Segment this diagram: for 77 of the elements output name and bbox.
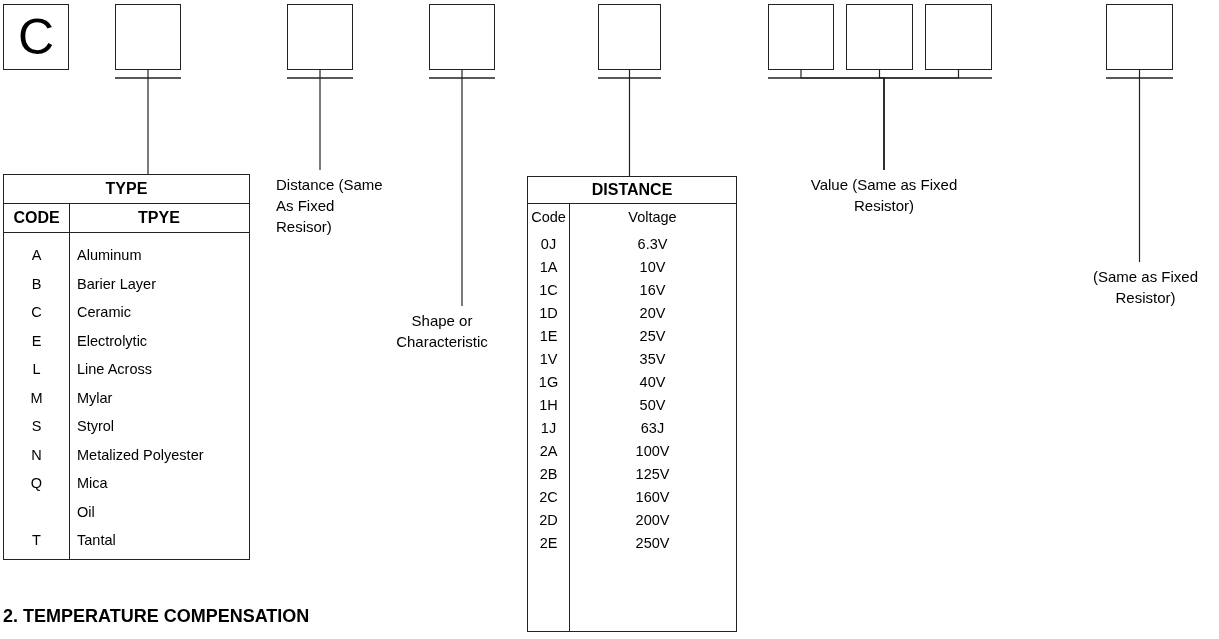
table-cell: 250V [635, 534, 670, 551]
table-cell: Electrolytic [77, 332, 148, 349]
table-cell: 40V [639, 373, 666, 390]
table-cell: 160V [635, 488, 670, 505]
table-cell: T [32, 532, 41, 549]
table-cell: L [32, 361, 41, 378]
table-cell: 16V [639, 281, 666, 298]
table-cell: Tantal [77, 532, 116, 549]
column-header: TPYE [138, 209, 180, 227]
table-cell: C [31, 304, 42, 321]
leader-line [883, 69, 960, 171]
table-cell: 2E [539, 534, 558, 551]
table-cell: Oil [77, 503, 95, 520]
code-box [429, 4, 495, 70]
code-box [115, 4, 181, 70]
table-cell: Styrol [77, 418, 115, 435]
table-cell: 1E [539, 327, 558, 344]
column-header: Voltage [628, 209, 677, 225]
table-cell: 1G [538, 373, 559, 390]
leader-line [147, 69, 149, 175]
field-description: Distance (Same As Fixed Resisor) [276, 170, 384, 237]
table-cell: 63J [640, 419, 665, 436]
table-cell: 20V [639, 304, 666, 321]
table-cell: Aluminum [77, 247, 142, 264]
field-description: Value (Same as Fixed Resistor) [794, 170, 974, 216]
table-cell: Ceramic [77, 304, 131, 321]
table-cell: A [31, 247, 42, 264]
table-cell: 2C [539, 488, 558, 505]
table-cell: 1A [539, 258, 558, 275]
table-cell: 25V [639, 327, 666, 344]
code-box [287, 4, 353, 70]
table-cell: 200V [635, 511, 670, 528]
field-description: (Same as Fixed Resistor) [1072, 262, 1219, 308]
leader-line [319, 69, 321, 171]
table-cell: 10V [639, 258, 666, 275]
table-cell: S [31, 418, 42, 435]
leader-line [628, 69, 631, 177]
leader-line [461, 69, 463, 307]
table-cell: 1C [539, 281, 558, 298]
section-heading: 2. TEMPERATURE COMPENSATION [3, 606, 310, 627]
code-box: C [3, 4, 69, 70]
table-cell: 2B [539, 465, 558, 482]
code-box [925, 4, 992, 70]
code-box [768, 4, 834, 70]
table-cell: 0J [540, 235, 557, 252]
table-cell: Mylar [77, 389, 113, 406]
table-cell: 125V [635, 465, 670, 482]
table-cell: 1J [540, 419, 557, 436]
code-box [598, 4, 661, 70]
code-box [846, 4, 913, 70]
table-cell: Barier Layer [77, 275, 156, 292]
code-table [3, 174, 250, 560]
code-box [1106, 4, 1173, 70]
table-cell: 35V [639, 350, 666, 367]
code-table [527, 176, 737, 632]
table-cell: N [31, 446, 42, 463]
table-cell: B [31, 275, 42, 292]
column-header: Code [531, 209, 566, 225]
table-cell: 6.3V [637, 235, 668, 252]
leader-line [1138, 69, 1141, 263]
table-cell: Metalized Polyester [77, 446, 204, 463]
table-cell: E [31, 332, 42, 349]
table-cell: Mica [77, 475, 108, 492]
table-cell: M [30, 389, 43, 406]
table-cell: 2D [539, 511, 558, 528]
table-heading: DISTANCE [591, 181, 673, 199]
table-heading: TYPE [105, 180, 148, 198]
column-header: CODE [13, 209, 60, 227]
table-cell: Line Across [77, 361, 152, 378]
table-cell: 2A [539, 442, 558, 459]
table-cell: Q [30, 475, 43, 492]
table-cell: 1V [539, 350, 558, 367]
table-cell: 1H [539, 396, 558, 413]
field-description: Shape or Characteristic [392, 306, 492, 352]
table-cell: 1D [539, 304, 558, 321]
table-cell: 50V [639, 396, 666, 413]
table-cell: 100V [635, 442, 670, 459]
